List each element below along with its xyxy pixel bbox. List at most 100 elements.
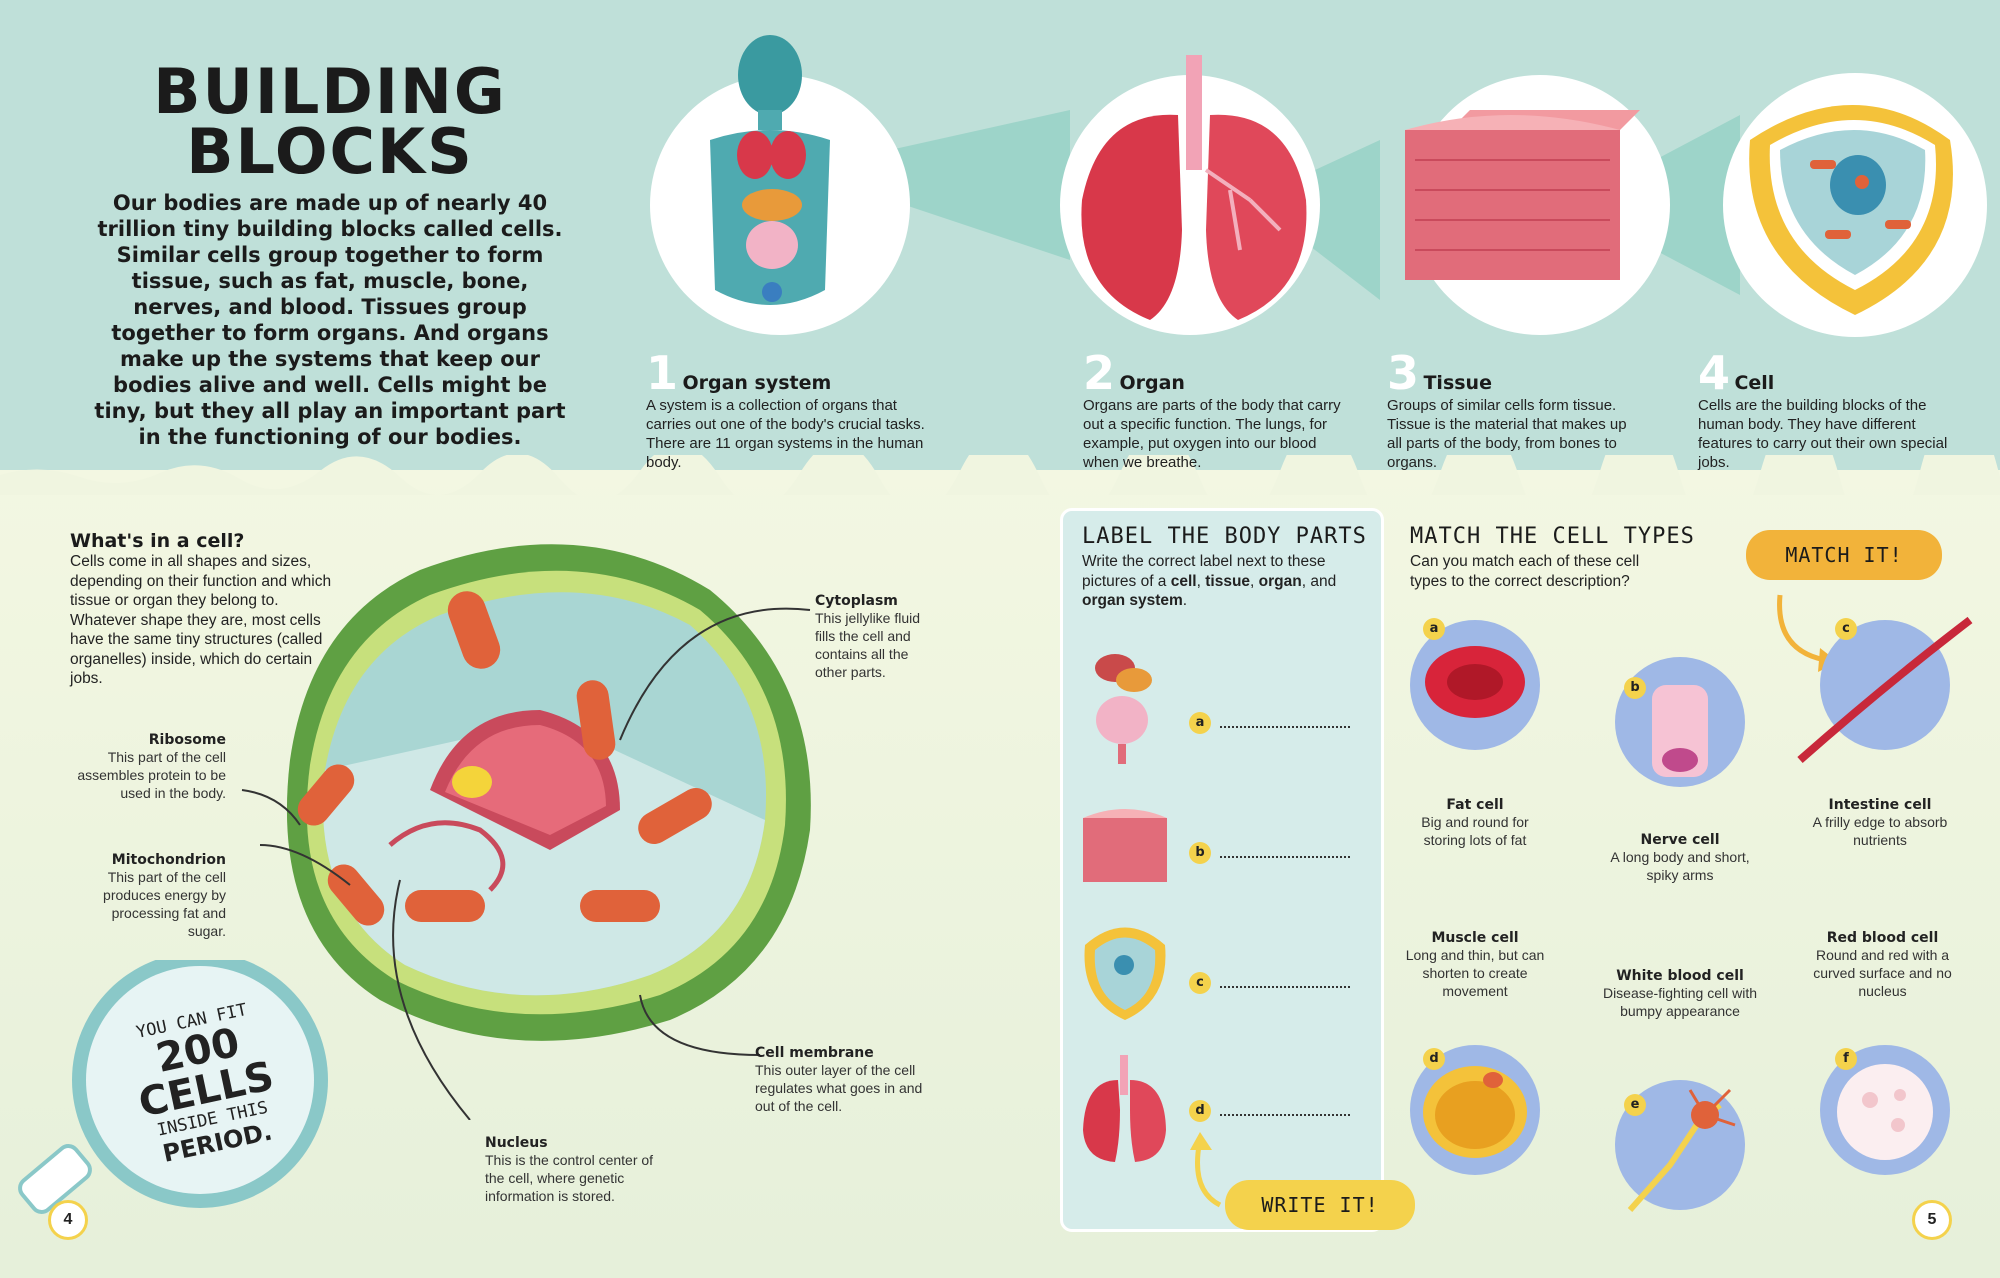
desc-rbc-text: Round and red with a curved surface and … [1813,947,1952,999]
endoplasmic-reticulum [388,820,506,892]
stage-3-text: Groups of similar cells form tissue. Tis… [1387,397,1627,471]
match-badge-e: e [1624,1094,1646,1116]
mitochondrion-text: This part of the cell produces energy by… [103,869,226,939]
desc-muscle-title: Muscle cell [1431,930,1519,946]
desc-wbc-title: White blood cell [1616,968,1744,984]
match-activity-text: Can you match each of these cell types t… [1410,553,1640,590]
desc-red-blood-cell: Red blood cell Round and red with a curv… [1800,930,1965,1000]
label-cell-membrane: Cell membrane This outer layer of the ce… [755,1045,945,1115]
stage-1-text: A system is a collection of organs that … [646,397,925,471]
white-blood-cell-icon [1837,1064,1933,1160]
desc-nerve-text: A long body and short, spiky arms [1610,849,1750,883]
page-title: BUILDING BLOCKS [150,55,510,188]
magnifier-icon [18,960,328,1214]
match-it-tag: MATCH IT! [1746,530,1942,580]
label-end: . [1182,592,1188,609]
muscle-cell-icon [1797,616,1973,763]
stage-1-number: 1 [646,346,679,400]
label-bold-cell: cell [1170,572,1197,590]
label-sep-1: , [1196,572,1206,590]
lungs-small-icon [1083,1055,1166,1162]
mitochondria [297,591,712,926]
label-sep-2: , [1250,572,1259,590]
mitochondrion-title: Mitochondrion [111,852,226,868]
stage-4-text: Cells are the building blocks of the hum… [1698,397,1948,471]
page-number-left: 4 [48,1200,88,1240]
label-bold-organ-system: organ system [1082,592,1183,609]
stage-2-text: Organs are parts of the body that carry … [1083,397,1341,471]
write-it-tag: WRITE IT! [1225,1180,1415,1230]
page-number-right: 5 [1912,1200,1952,1240]
desc-intestine-title: Intestine cell [1828,797,1932,813]
membrane-text: This outer layer of the cell regulates w… [755,1062,923,1114]
cell-diagram [286,544,811,1041]
tissue-icon [1083,809,1167,882]
title-line-1: BUILDING [153,55,507,128]
desc-intestine-text: A frilly edge to absorb nutrients [1812,814,1948,848]
match-badge-c: c [1835,618,1857,640]
label-answer-d[interactable] [1220,1112,1350,1116]
label-answer-c[interactable] [1220,984,1350,988]
label-leader-lines [241,607,811,1120]
match-badge-a: a [1423,618,1445,640]
desc-fat-text: Big and round for storing lots of fat [1421,814,1529,848]
desc-fat-cell: Fat cell Big and round for storing lots … [1400,797,1550,849]
stage-4-title: Cell [1734,372,1775,394]
match-activity-heading: MATCH THE CELL TYPES [1410,524,1695,549]
label-bold-tissue: tissue [1205,572,1251,590]
desc-white-blood-cell: White blood cell Disease-fighting cell w… [1585,968,1775,1020]
label-cytoplasm: Cytoplasm This jellylike fluid fills the… [815,593,935,681]
match-badge-f: f [1835,1048,1857,1070]
cytoplasm-title: Cytoplasm [815,593,898,609]
stage-3: 3 Tissue Groups of similar cells form ti… [1387,350,1637,472]
desc-nerve-cell: Nerve cell A long body and short, spiky … [1600,832,1760,884]
label-activity-text: Write the correct label next to these pi… [1082,552,1362,611]
stage-4-number: 4 [1698,346,1731,400]
match-cells [1410,616,1973,1212]
label-badge-a: a [1189,712,1211,734]
stage-1-title: Organ system [682,372,832,394]
desc-muscle-text: Long and thin, but can shorten to create… [1405,947,1545,999]
label-answer-b[interactable] [1220,854,1350,858]
label-nucleus: Nucleus This is the control center of th… [485,1135,665,1205]
torn-edge [0,455,2000,495]
nerve-cell-icon [1627,1088,1736,1212]
label-answer-a[interactable] [1220,724,1350,728]
hierarchy-illustrations [650,35,1987,337]
label-activity-heading: LABEL THE BODY PARTS [1082,524,1367,549]
zoom-beam-1 [800,110,1070,260]
whats-in-cell: What's in a cell? Cells come in all shap… [70,530,340,689]
desc-wbc-text: Disease-fighting cell with bumpy appeara… [1602,985,1758,1019]
desc-muscle-cell: Muscle cell Long and thin, but can short… [1395,930,1555,1000]
label-sep-3: , and [1301,572,1337,590]
label-ribosome: Ribosome This part of the cell assembles… [70,732,226,802]
desc-fat-title: Fat cell [1446,797,1504,813]
stage-4: 4 Cell Cells are the building blocks of … [1698,350,1948,472]
label-badge-b: b [1189,842,1211,864]
stage-2: 2 Organ Organs are parts of the body tha… [1083,350,1343,472]
lungs-icon [1081,55,1307,320]
title-line-2: BLOCKS [186,115,474,188]
cell-icon [1084,927,1166,1020]
whats-in-cell-heading: What's in a cell? [70,530,245,552]
ribosome-title: Ribosome [148,732,226,748]
stage-2-number: 2 [1083,346,1116,400]
desc-nerve-title: Nerve cell [1640,832,1720,848]
label-activity-pictures [1083,654,1167,1162]
ribosome-text: This part of the cell assembles protein … [77,749,226,801]
label-badge-c: c [1189,972,1211,994]
stage-2-title: Organ [1119,372,1185,394]
organ-system-figure-icon [710,35,830,305]
whats-in-cell-text: Cells come in all shapes and sizes, depe… [70,553,332,687]
match-badge-b: b [1624,677,1646,699]
tissue-block-icon [1405,110,1640,280]
pencil-arrow-icon [1190,1132,1222,1208]
membrane-title: Cell membrane [755,1045,874,1061]
digestive-system-icon [1095,654,1152,764]
nucleus-text: This is the control center of the cell, … [485,1152,654,1204]
desc-rbc-title: Red blood cell [1826,930,1939,946]
stage-1: 1 Organ system A system is a collection … [646,350,926,472]
stage-3-number: 3 [1387,346,1420,400]
label-badge-d: d [1189,1100,1211,1122]
label-mitochondrion: Mitochondrion This part of the cell prod… [70,852,226,940]
